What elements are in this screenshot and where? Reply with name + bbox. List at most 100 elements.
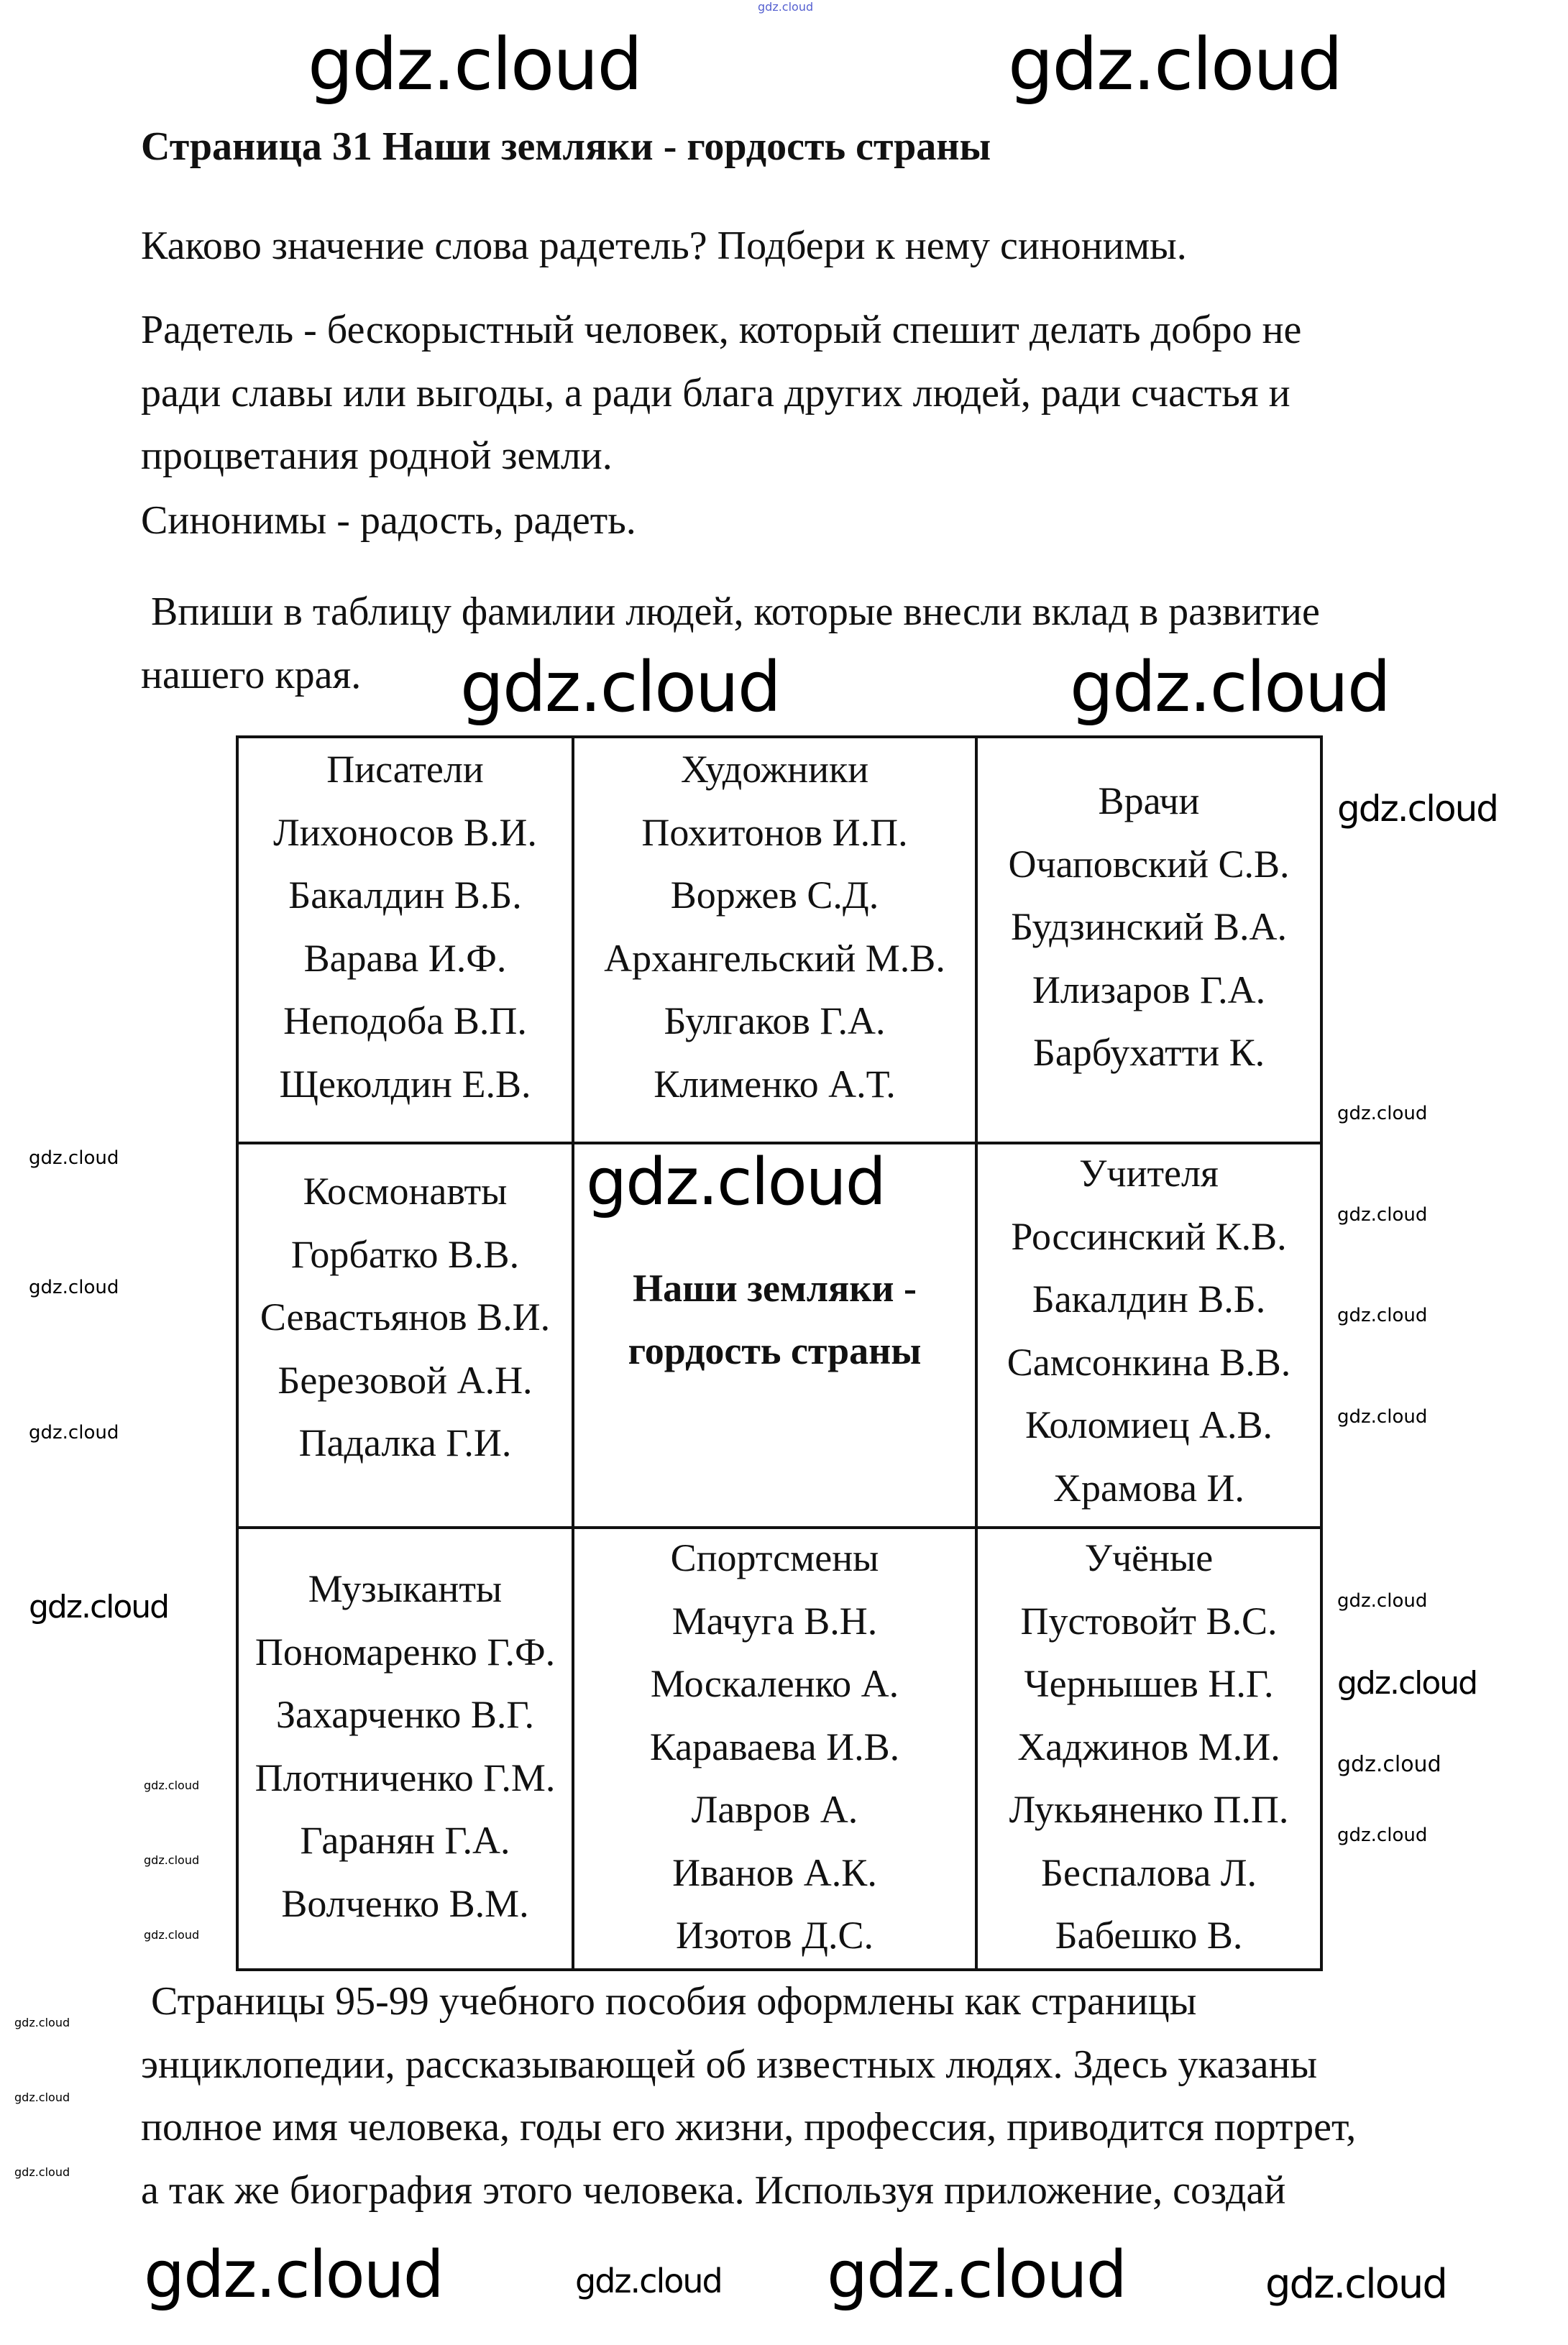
watermark: gdz.cloud — [14, 2165, 70, 2179]
cell-name: Щеколдин Е.В. — [279, 1062, 531, 1106]
table-divider — [975, 738, 978, 1968]
task-line: Впиши в таблицу фамилии людей, которые в… — [141, 589, 1320, 634]
watermark: gdz.cloud — [308, 22, 643, 106]
table-cell-artists: Художники Похитонов И.П. Воржев С.Д. Арх… — [574, 738, 975, 1116]
cell-name: Чернышев Н.Г. — [1024, 1662, 1274, 1705]
watermark: gdz.cloud — [14, 2091, 70, 2104]
cell-name: Клименко А.Т. — [654, 1062, 896, 1106]
bottom-line: энциклопедии, рассказывающей об известны… — [141, 2042, 1318, 2087]
task-line: нашего края. — [141, 653, 362, 697]
watermark: gdz.cloud — [144, 1853, 200, 1867]
watermark: gdz.cloud — [1337, 1752, 1441, 1777]
watermark: gdz.cloud — [29, 1422, 119, 1444]
cell-name: Березовой А.Н. — [278, 1358, 533, 1402]
cell-name: Храмова И. — [1053, 1466, 1244, 1510]
cell-name: Архангельский М.В. — [604, 936, 945, 980]
center-title-line: Наши земляки - — [633, 1267, 917, 1310]
bottom-line: Страницы 95-99 учебного пособия оформлен… — [141, 1979, 1197, 2024]
cell-name: Воржев С.Д. — [670, 873, 879, 917]
cell-name: Бабешко В. — [1055, 1914, 1243, 1957]
watermark: gdz.cloud — [29, 1147, 119, 1169]
center-title-line: гордость страны — [628, 1329, 922, 1372]
watermark: gdz.cloud — [1337, 1825, 1428, 1846]
cell-heading: Врачи — [1098, 779, 1200, 822]
cell-name: Хаджинов М.И. — [1017, 1725, 1280, 1768]
watermark: gdz.cloud — [1337, 1406, 1428, 1428]
cell-name: Похитонов И.П. — [641, 810, 908, 854]
watermark: gdz.cloud — [144, 1779, 200, 1792]
table-divider — [239, 1142, 1320, 1144]
answer-line: Радетель - бескорыстный человек, который… — [141, 308, 1302, 352]
cell-name: Пономаренко Г.Ф. — [255, 1630, 556, 1674]
cell-name: Захарченко В.Г. — [275, 1693, 535, 1736]
cell-name: Барбухатти К. — [1032, 1031, 1265, 1074]
cell-name: Булгаков Г.А. — [664, 999, 886, 1042]
people-table: Писатели Лихоносов В.И. Бакалдин В.Б. Ва… — [236, 735, 1323, 1971]
watermark: gdz.cloud — [1337, 1204, 1428, 1226]
cell-name: Караваева И.В. — [649, 1725, 900, 1768]
synonyms-line: Синонимы - радость, радеть. — [141, 498, 636, 543]
table-cell-doctors: Врачи Очаповский С.В. Будзинский В.А. Ил… — [978, 770, 1320, 1085]
watermark: gdz.cloud — [1337, 788, 1499, 830]
cell-name: Изотов Д.С. — [675, 1914, 874, 1957]
cell-name: Плотниченко Г.М. — [255, 1756, 556, 1799]
watermark: gdz.cloud — [144, 1928, 200, 1942]
watermark: gdz.cloud — [1337, 1305, 1428, 1326]
watermark: gdz.cloud — [1337, 1665, 1478, 1702]
cell-heading: Музыканты — [308, 1567, 503, 1610]
table-cell-scientists: Учёные Пустовойт В.С. Чернышев Н.Г. Хадж… — [978, 1527, 1320, 1968]
table-cell-teachers: Учителя Россинский К.В. Бакалдин В.Б. Са… — [978, 1142, 1320, 1520]
cell-name: Лавров А. — [691, 1788, 858, 1831]
cell-name: Пустовойт В.С. — [1020, 1599, 1278, 1643]
cell-name: Неподоба В.П. — [283, 999, 527, 1042]
watermark: gdz.cloud — [1070, 647, 1391, 728]
watermark: gdz.cloud — [29, 1589, 170, 1625]
cell-heading: Спортсмены — [670, 1536, 879, 1579]
cell-heading: Учителя — [1079, 1152, 1219, 1195]
question-text: Каково значение слова радетель? Подбери … — [141, 224, 1187, 268]
cell-name: Москаленко А. — [650, 1662, 899, 1705]
cell-name: Коломиец А.В. — [1025, 1403, 1273, 1446]
watermark: gdz.cloud — [1337, 1590, 1428, 1612]
cell-name: Севастьянов В.И. — [260, 1295, 551, 1339]
cell-name: Очаповский С.В. — [1008, 842, 1290, 886]
cell-heading: Писатели — [326, 748, 484, 791]
cell-name: Будзинский В.А. — [1010, 905, 1288, 948]
table-cell-athletes: Спортсмены Мачуга В.Н. Москаленко А. Кар… — [574, 1527, 975, 1968]
table-cell-musicians: Музыканты Пономаренко Г.Ф. Захарченко В.… — [239, 1558, 572, 1935]
cell-heading: Художники — [680, 748, 869, 791]
watermark: gdz.cloud — [1008, 22, 1343, 106]
cell-name: Мачуга В.Н. — [671, 1599, 878, 1643]
watermark: gdz.cloud — [758, 0, 814, 14]
cell-name: Россинский К.В. — [1011, 1214, 1287, 1258]
bottom-line: а так же биография этого человека. Испол… — [141, 2168, 1286, 2213]
table-divider — [239, 1526, 1320, 1529]
table-center-title: Наши земляки - гордость страны — [574, 1257, 975, 1382]
cell-name: Иванов А.К. — [672, 1850, 877, 1894]
watermark: gdz.cloud — [144, 2237, 444, 2313]
watermark: gdz.cloud — [14, 2016, 70, 2029]
cell-heading: Учёные — [1084, 1536, 1214, 1579]
cell-name: Бакалдин В.Б. — [288, 873, 522, 917]
cell-name: Лукьяненко П.П. — [1009, 1788, 1289, 1831]
table-cell-cosmonauts: Космонавты Горбатко В.В. Севастьянов В.И… — [239, 1160, 572, 1475]
table-cell-writers: Писатели Лихоносов В.И. Бакалдин В.Б. Ва… — [239, 738, 572, 1116]
cell-name: Самсонкина В.В. — [1007, 1340, 1291, 1384]
cell-name: Падалка Г.И. — [298, 1421, 512, 1464]
cell-name: Горбатко В.В. — [290, 1232, 520, 1276]
watermark: gdz.cloud — [29, 1277, 119, 1298]
cell-name: Илизаров Г.А. — [1032, 968, 1266, 1011]
watermark: gdz.cloud — [575, 2262, 723, 2300]
watermark: gdz.cloud — [1265, 2261, 1448, 2308]
cell-name: Гаранян Г.А. — [300, 1819, 510, 1862]
table-divider — [572, 738, 574, 1968]
bottom-line: полное имя человека, годы его жизни, про… — [141, 2105, 1357, 2149]
cell-name: Варава И.Ф. — [303, 936, 507, 980]
page-title: Страница 31 Наши земляки - гордость стра… — [141, 124, 991, 169]
watermark: gdz.cloud — [460, 647, 781, 728]
cell-heading: Космонавты — [303, 1170, 508, 1213]
answer-line: процветания родной земли. — [141, 433, 613, 478]
cell-name: Бакалдин В.Б. — [1032, 1277, 1266, 1321]
watermark: gdz.cloud — [586, 1144, 886, 1220]
watermark: gdz.cloud — [827, 2237, 1127, 2313]
